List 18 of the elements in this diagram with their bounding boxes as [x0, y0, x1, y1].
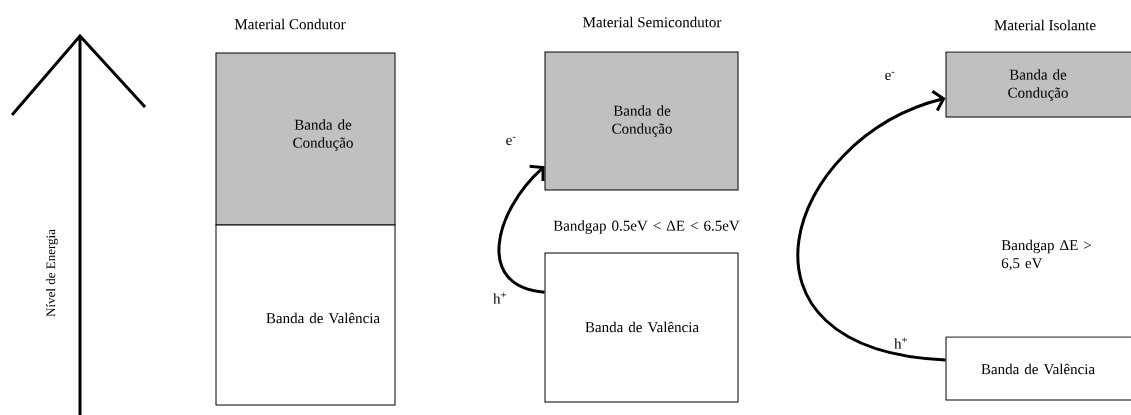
label-text: e$^{-}$: [506, 136, 516, 146]
band-box: Banda de Valência: [544, 252, 739, 403]
label-text: Material Semicondutor: [583, 16, 722, 28]
band-box: Banda de Condução: [544, 51, 739, 191]
label-text: Bandgap 0.5eV < ΔE < 6.5eV: [553, 220, 740, 234]
band-box: Banda de Valência: [215, 224, 396, 406]
label-text: Material Isolante: [994, 19, 1096, 31]
band-box: Banda de Condução: [215, 52, 396, 226]
label-text: h$^{+}$: [894, 337, 907, 349]
band-box: Banda de Condução: [945, 51, 1131, 118]
curved-arrow: [497, 164, 545, 294]
label-text: e$^{-}$: [885, 71, 895, 81]
label-text: Material Condutor: [234, 18, 346, 30]
band-box: Banda de Valência: [945, 336, 1131, 401]
label-text: Bandgap ΔE > 6,5 eV: [1001, 239, 1092, 271]
label-text: h$^{+}$: [493, 292, 506, 304]
label-text: Nível de Energia: [46, 229, 58, 317]
curved-arrow: [797, 89, 946, 362]
